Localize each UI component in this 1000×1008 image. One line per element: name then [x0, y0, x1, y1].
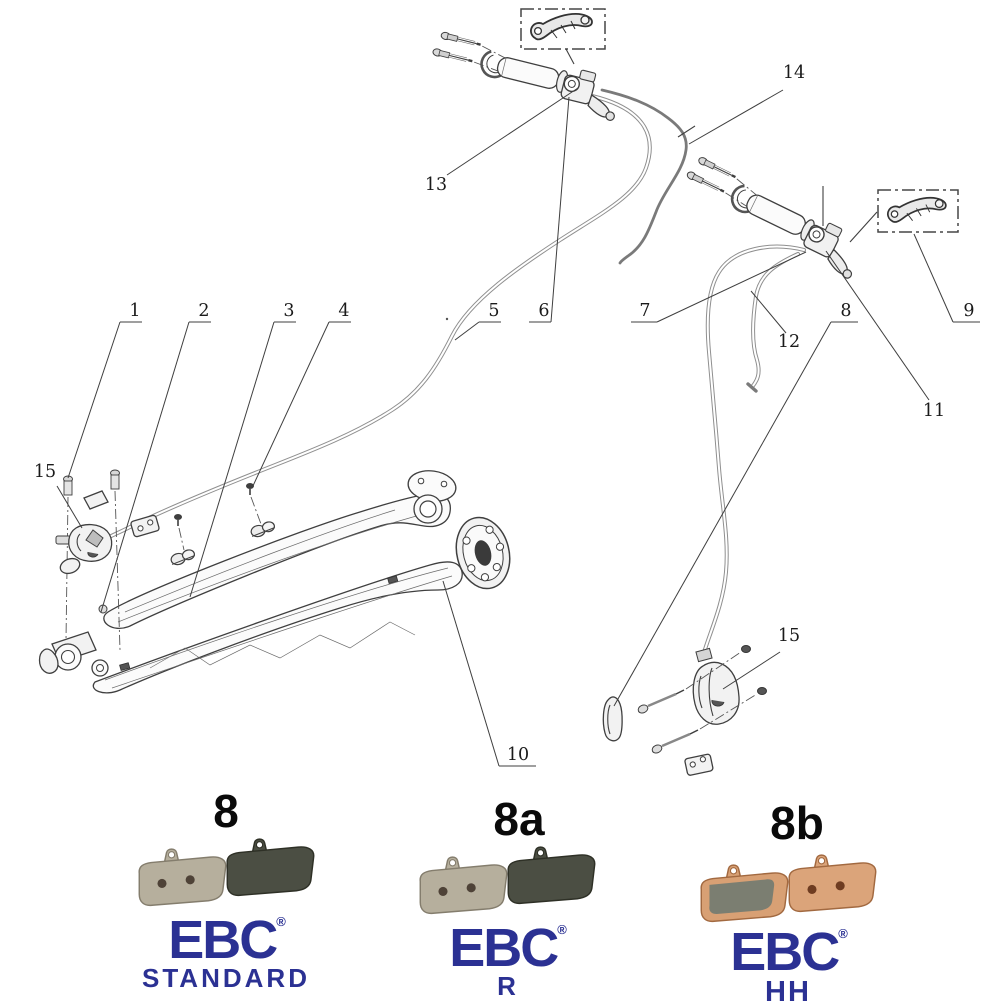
callout-leader: [100, 321, 190, 613]
callout-leader: [251, 321, 330, 489]
callout-label-13: 13: [425, 175, 447, 195]
callout-leader: [67, 321, 121, 479]
brake-pad: [226, 838, 315, 897]
rear-lever-box: [849, 189, 959, 243]
ebc-brand: EBC: [449, 918, 559, 978]
callout-leader: [656, 251, 807, 323]
pad-option-label: 8: [213, 785, 239, 837]
pad-pair: [108, 838, 344, 914]
callout-leader: [688, 89, 784, 145]
rear-caliper: [637, 645, 767, 754]
callout-label-9: 9: [963, 301, 974, 321]
callout-leader: [56, 485, 83, 529]
pad-spring: [602, 696, 623, 742]
callout-leader: [913, 233, 954, 323]
callout-label-6: 6: [538, 301, 549, 321]
callout-label-4: 4: [338, 301, 349, 321]
pad-option-label: 8a: [493, 793, 545, 845]
callout-label-2: 2: [198, 301, 209, 321]
callout-label-5: 5: [488, 301, 499, 321]
hose-clamp: [170, 549, 196, 566]
brake-pad: [419, 856, 508, 915]
callout-label-1: 1: [129, 301, 140, 321]
callout-label-12: 12: [778, 332, 800, 352]
rear-master-cylinder: [675, 153, 871, 281]
dark-cable: [600, 88, 696, 265]
front-caliper: [55, 523, 113, 575]
ebc-grade: STANDARD: [142, 962, 310, 993]
short-hose: [746, 252, 800, 393]
registered-mark: ®: [276, 914, 285, 929]
brake-pad: [700, 864, 789, 923]
callout-leader: [613, 321, 832, 707]
pad-pair: [670, 854, 906, 926]
callout-label-14: 14: [783, 63, 805, 83]
callout-label-10: 10: [507, 745, 529, 765]
registered-mark: ®: [838, 926, 847, 941]
ebc-brand: EBC: [168, 910, 278, 970]
ebc-logo: EBC® STANDARD: [108, 913, 344, 993]
brake-pad: [507, 846, 596, 905]
ebc-logo: EBC® HH: [670, 925, 906, 1008]
callout-label-15: 15: [778, 626, 800, 646]
callout-leader: [550, 96, 570, 323]
callout-leader: [189, 321, 275, 598]
callout-label-8: 8: [840, 301, 851, 321]
ebc-grade: HH: [765, 975, 811, 1008]
callout-leader: [750, 290, 787, 334]
pad-option-8b: 8b EBC® HH: [670, 797, 906, 1008]
callout-leader: [722, 651, 781, 690]
ebc-grade: R: [497, 970, 517, 1001]
rear-brake-hose: [701, 244, 806, 658]
callout-leader: [454, 321, 480, 341]
front-brake-hose: [95, 94, 652, 548]
ebc-logo: EBC® R: [396, 921, 618, 1001]
callout-leader: [825, 250, 930, 401]
speck: [445, 317, 449, 321]
brake-pad: [138, 848, 227, 907]
callout-leader: [442, 580, 500, 767]
callout-label-3: 3: [283, 301, 294, 321]
pad-option-8: 8 EBC® STANDARD: [108, 788, 344, 991]
hose-clamp: [250, 521, 276, 538]
registered-mark: ®: [557, 922, 566, 937]
pad-option-label: 8b: [770, 797, 824, 849]
callout-label-7: 7: [639, 301, 650, 321]
pad-option-8a: 8a EBC® R: [396, 796, 618, 999]
callout-label-15: 15: [34, 462, 56, 482]
hub-flange: [455, 516, 511, 590]
pad-pair: [396, 846, 618, 922]
hose-clamps-and-screws: [63, 469, 276, 651]
callout-label-11: 11: [923, 401, 945, 421]
brake-pad: [788, 854, 877, 913]
mount-bracket: [684, 753, 714, 776]
ebc-brand: EBC: [730, 922, 840, 982]
front-lever-box: [520, 8, 606, 65]
callout-leader: [446, 87, 579, 176]
